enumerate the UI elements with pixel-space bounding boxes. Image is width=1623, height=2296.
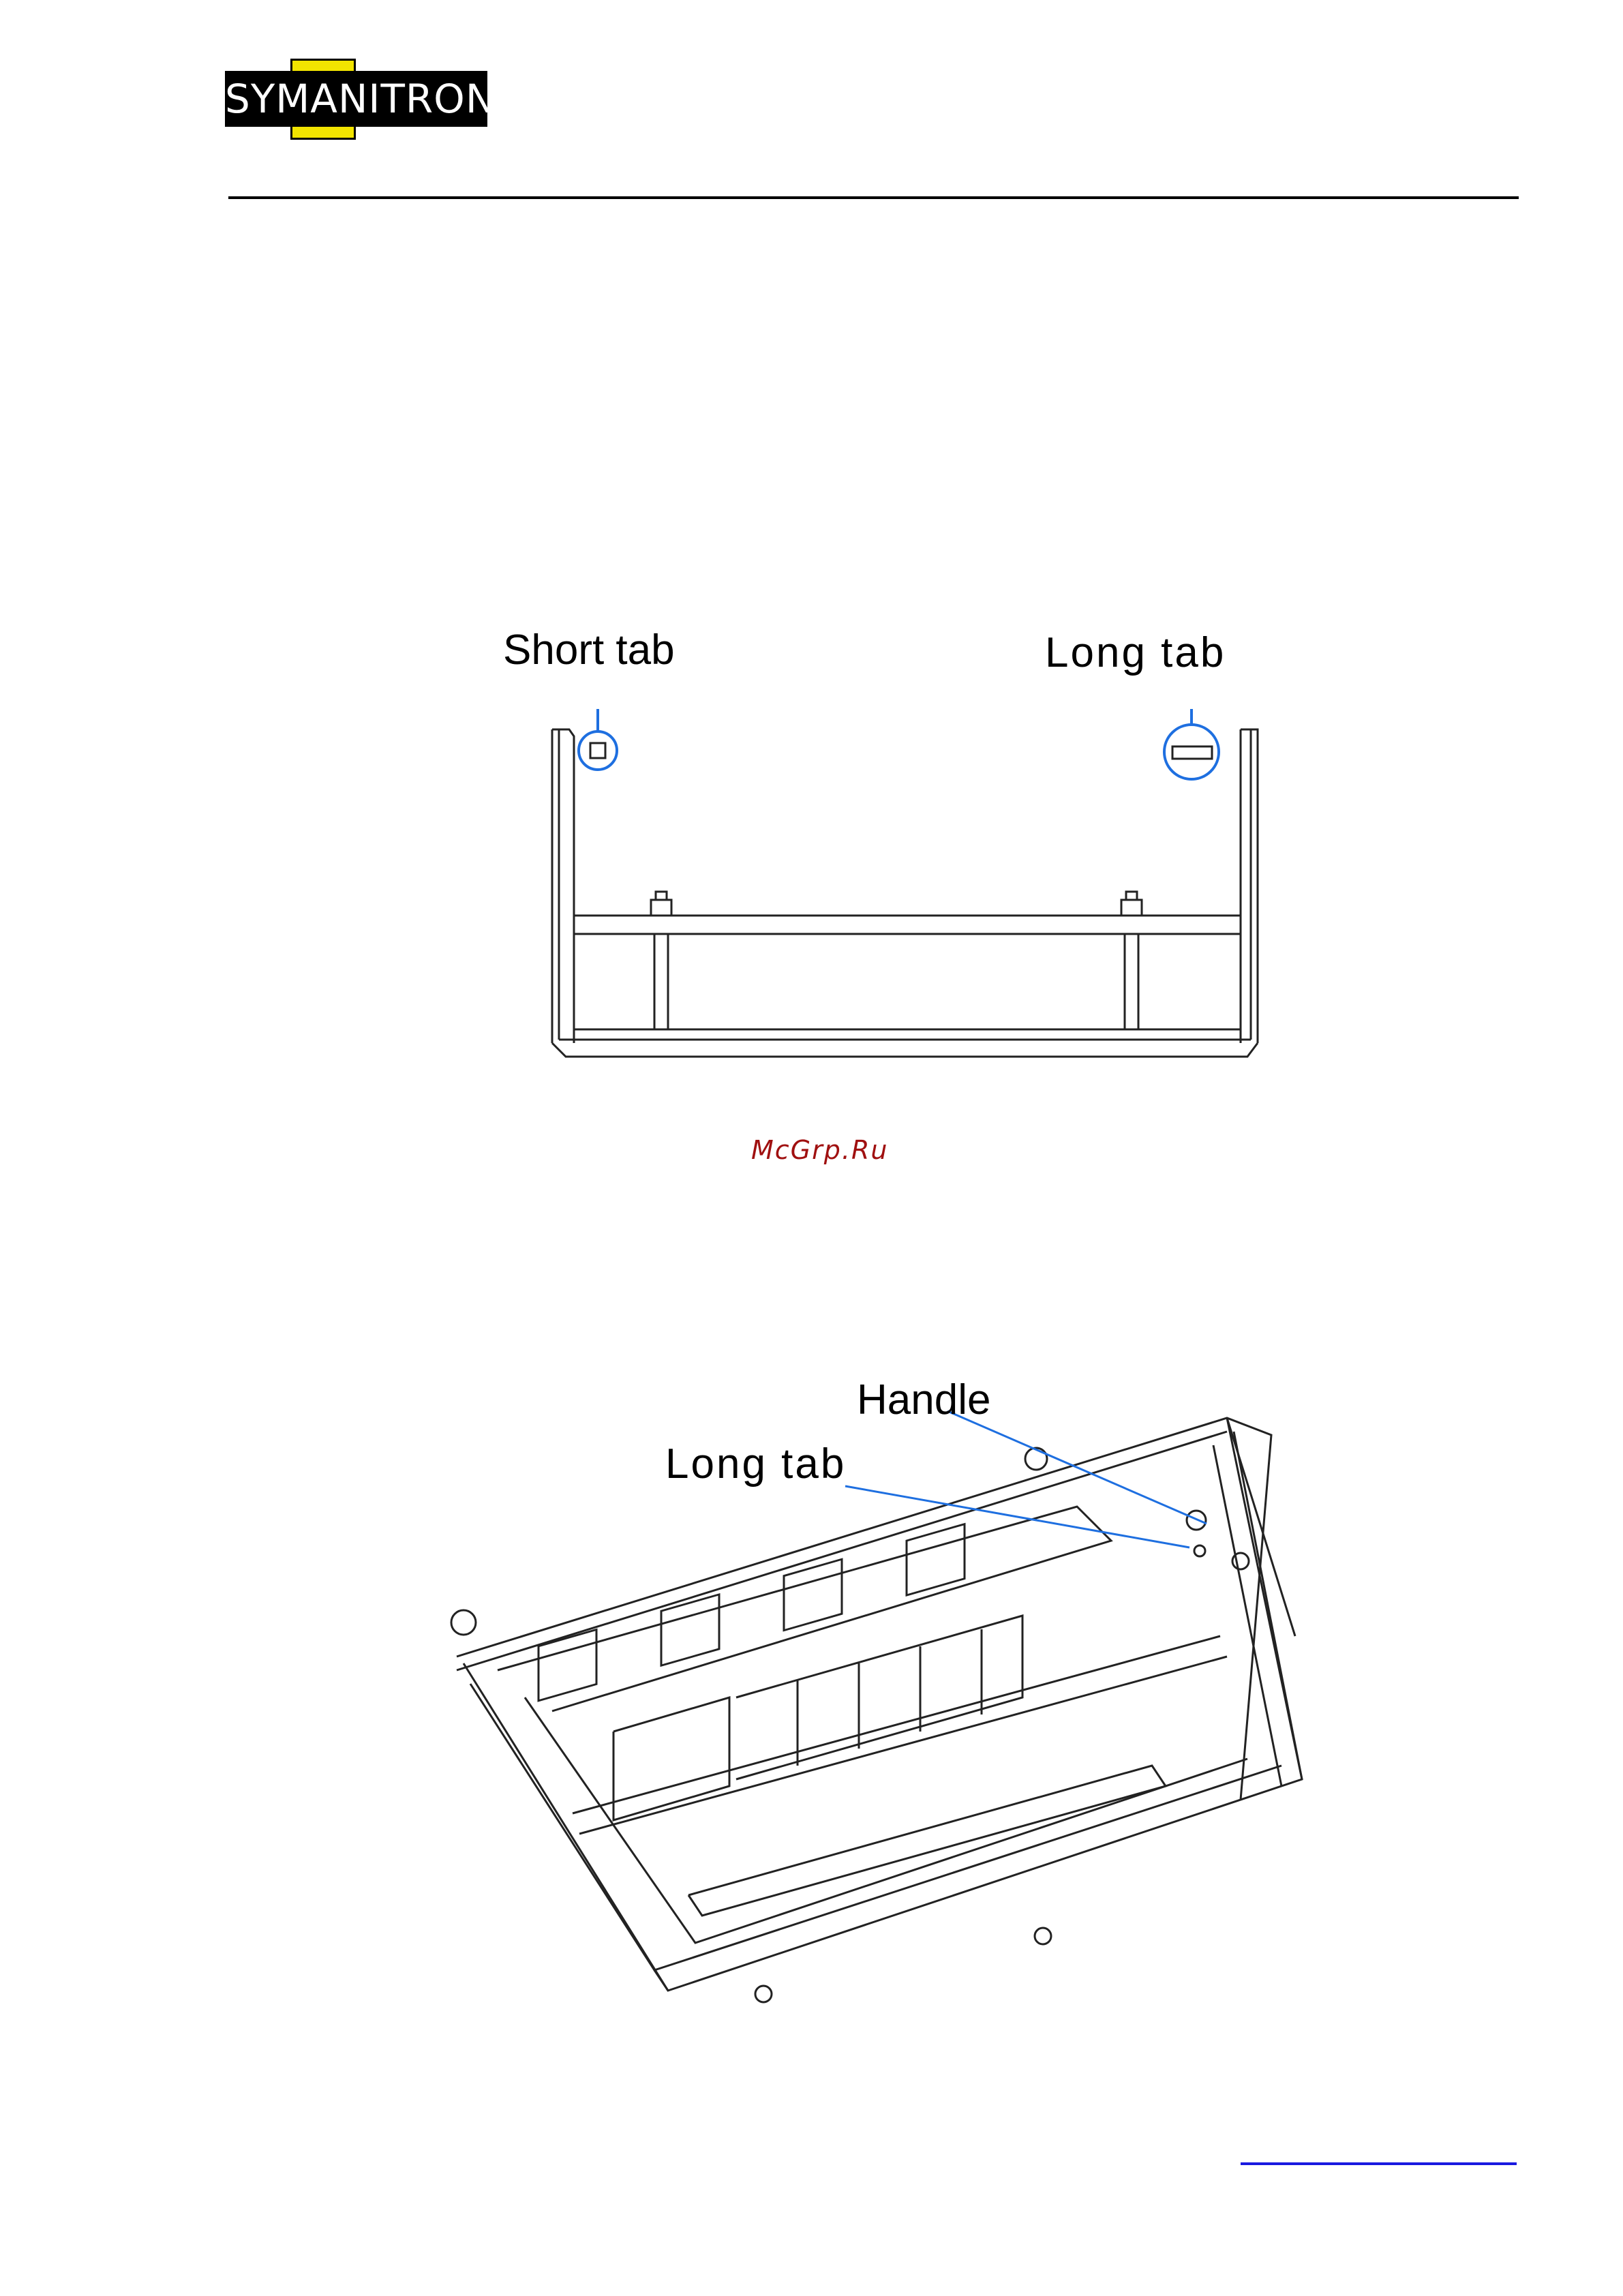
bracket-drawing (539, 709, 1275, 1070)
logo-text: SYMANITRON (225, 71, 487, 127)
label-handle: Handle (857, 1376, 990, 1424)
watermark: McGrp.Ru (751, 1135, 888, 1165)
bracket-svg (539, 709, 1275, 1070)
label-long-tab-bottom: Long tab (665, 1440, 846, 1488)
switch-handle-drawing (443, 1377, 1316, 2004)
switch-svg (443, 1377, 1316, 2004)
label-long-tab-top: Long tab (1045, 629, 1226, 677)
footer-link-underline[interactable] (1241, 2162, 1517, 2165)
symanitron-logo: SYMANITRON (225, 59, 487, 140)
label-short-tab: Short tab (503, 626, 675, 674)
header-rule (228, 196, 1519, 199)
